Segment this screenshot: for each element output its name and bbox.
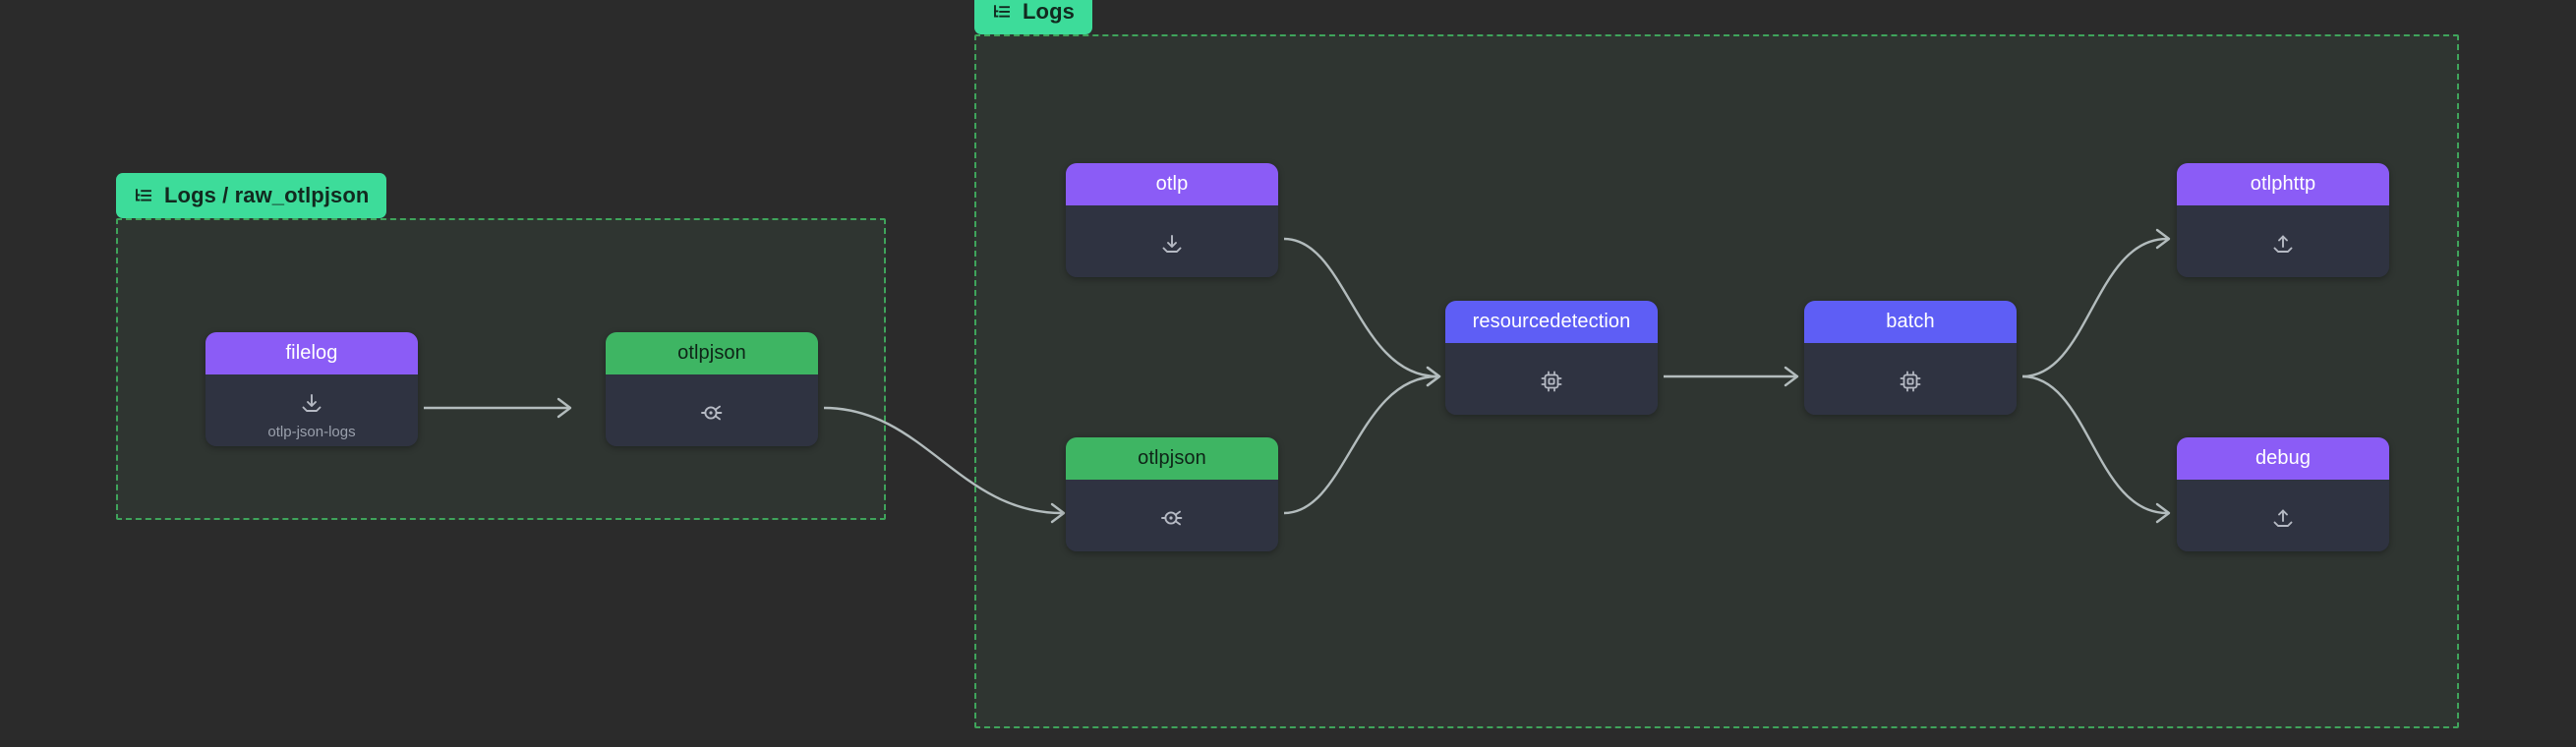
- receiver-download-icon: [1157, 229, 1187, 259]
- connector-split-icon: [697, 398, 727, 428]
- node-title: otlphttp: [2177, 163, 2389, 205]
- group-label-text: Logs / raw_otlpjson: [164, 183, 370, 207]
- node-title: resourcedetection: [1445, 301, 1658, 343]
- node-subtitle: otlp-json-logs: [267, 423, 356, 440]
- chip-icon: [1896, 367, 1925, 396]
- node-filelog[interactable]: filelog otlp-json-logs: [205, 332, 418, 446]
- logs-icon: [134, 186, 153, 205]
- receiver-download-icon: [297, 388, 326, 418]
- exporter-upload-icon: [2268, 503, 2298, 533]
- logs-icon: [992, 2, 1012, 22]
- group-logs[interactable]: [974, 34, 2459, 728]
- node-otlphttp[interactable]: otlphttp: [2177, 163, 2389, 277]
- node-otlp[interactable]: otlp: [1066, 163, 1278, 277]
- node-title: debug: [2177, 437, 2389, 480]
- node-title: otlpjson: [1066, 437, 1278, 480]
- exporter-upload-icon: [2268, 229, 2298, 259]
- chip-icon: [1537, 367, 1566, 396]
- node-title: filelog: [205, 332, 418, 374]
- node-title: otlp: [1066, 163, 1278, 205]
- group-label-logs[interactable]: Logs: [974, 0, 1092, 34]
- node-title: batch: [1804, 301, 2017, 343]
- node-batch[interactable]: batch: [1804, 301, 2017, 415]
- connector-split-icon: [1157, 503, 1187, 533]
- node-otlpjson-right[interactable]: otlpjson: [1066, 437, 1278, 551]
- group-label-text: Logs: [1023, 0, 1075, 24]
- group-label-logs-raw-otlpjson[interactable]: Logs / raw_otlpjson: [116, 173, 387, 218]
- node-otlpjson-left[interactable]: otlpjson: [606, 332, 818, 446]
- node-debug[interactable]: debug: [2177, 437, 2389, 551]
- node-resourcedetection[interactable]: resourcedetection: [1445, 301, 1658, 415]
- node-title: otlpjson: [606, 332, 818, 374]
